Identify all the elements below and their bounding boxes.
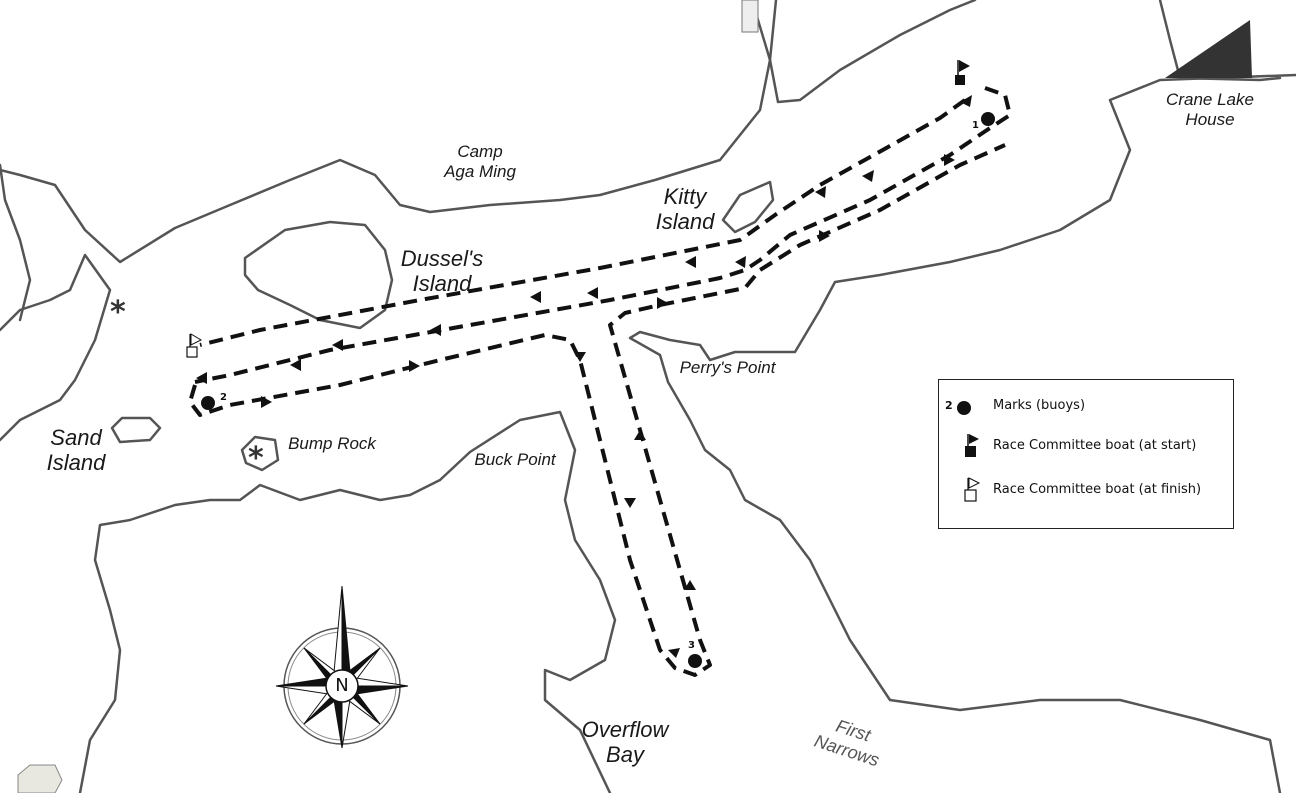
start-boat-icon (965, 434, 979, 457)
compass-north-label: N (335, 675, 349, 696)
mark-number: 2 (220, 392, 227, 403)
asterisk-marker: * (110, 295, 126, 330)
course-arrow (735, 256, 746, 268)
course-arrow (668, 648, 680, 658)
course-arrow (196, 372, 207, 384)
dussels-island (243, 220, 394, 330)
map-legend: 2 Marks (buoys) Race Committee boat (at … (938, 379, 1234, 529)
legend-start-label: Race Committee boat (at start) (993, 438, 1197, 453)
finish-boat-flag (190, 333, 203, 346)
label-buck-point: Buck Point (474, 450, 556, 469)
shoreline-south (78, 478, 442, 793)
shoreline-east (628, 73, 1296, 793)
start-boat-flag (959, 60, 970, 72)
shoreline-west (0, 253, 112, 442)
label-camp-aga-ming: Camp Aga Ming (444, 142, 516, 181)
legend-marks-symbol: 2 (945, 396, 989, 420)
buoy-icon (957, 401, 971, 415)
course-arrow (430, 324, 441, 336)
sand-island-islet (110, 416, 162, 444)
shoreline-west-inner (0, 163, 32, 322)
course-arrow (261, 396, 272, 408)
legend-row-start: Race Committee boat (at start) (939, 434, 1233, 460)
course-leg-2-return (188, 143, 1006, 677)
finish-boat-icon (964, 477, 981, 502)
course-arrow (960, 95, 972, 107)
label-kitty-island: Kitty Island (655, 184, 715, 235)
legend-marks-label: Marks (buoys) (993, 398, 1086, 413)
shoreline-northeast (768, 0, 977, 104)
shoreline-north (0, 0, 772, 264)
legend-row-finish: Race Committee boat (at finish) (939, 477, 1233, 504)
mark-number: 1 (972, 120, 979, 131)
kitty-island (721, 180, 775, 234)
mark-3-buoy (688, 654, 702, 668)
mark-1-buoy (981, 112, 995, 126)
mark-2-buoy (201, 396, 215, 410)
course-arrow (634, 430, 646, 440)
course-arrow (587, 287, 598, 299)
label-bump-rock: Bump Rock (288, 434, 376, 453)
course-arrow (685, 256, 696, 268)
course-arrow (574, 352, 586, 362)
course-arrow (332, 339, 343, 351)
asterisk-marker: * (248, 441, 264, 476)
building (741, 0, 759, 33)
bump-rock (240, 435, 280, 472)
start-boat-square (955, 75, 965, 85)
land-shadow (1165, 20, 1252, 78)
label-overflow-bay: Overflow Bay (581, 717, 669, 768)
course-arrow (530, 291, 541, 303)
mark-number: 3 (688, 640, 695, 651)
label-crane-lake-house: Crane Lake House (1166, 90, 1254, 129)
course-leg-1-top (199, 98, 967, 347)
label-dussels-island: Dussel's Island (400, 246, 484, 297)
legend-row-marks: 2 Marks (buoys) (939, 396, 1233, 420)
course-arrow (944, 154, 955, 166)
finish-boat-square (186, 346, 198, 358)
compass-rose (275, 585, 409, 749)
label-sand-island: Sand Island (46, 425, 106, 476)
legend-finish-label: Race Committee boat (at finish) (993, 482, 1202, 497)
course-arrow (862, 170, 874, 182)
course-arrow (657, 297, 668, 309)
course-arrow (684, 580, 696, 590)
label-perrys-point: Perry's Point (679, 358, 776, 377)
course-leg-1-2 (194, 86, 1012, 384)
course-arrow (290, 359, 301, 371)
course-arrow (819, 230, 830, 242)
course-arrow (815, 186, 826, 198)
course-arrow (409, 360, 420, 372)
course-arrows (196, 95, 972, 658)
shoal (17, 764, 63, 793)
legend-marks-number: 2 (945, 399, 953, 412)
shoreline-buck-point (438, 410, 617, 793)
course-arrow (624, 498, 636, 508)
